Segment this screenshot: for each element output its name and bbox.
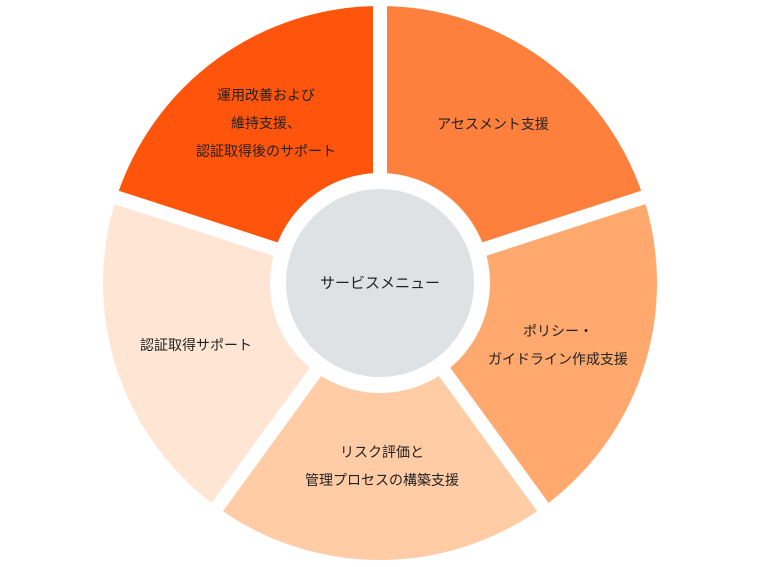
segment-label-policy: ポリシー・ ガイドライン作成支援 — [488, 318, 628, 374]
segment-label-operation: 運用改善および 維持支援、 認証取得後のサポート — [196, 82, 336, 166]
label-line: アセスメント支援 — [437, 117, 549, 133]
label-line: ポリシー・ — [523, 324, 593, 340]
label-line: リスク評価と — [340, 445, 424, 461]
label-line: 認証取得サポート — [140, 338, 252, 354]
label-line: ガイドライン作成支援 — [488, 352, 628, 368]
label-line: 管理プロセスの構築支援 — [305, 473, 459, 489]
segment-risk — [206, 276, 554, 567]
center-circle — [286, 189, 474, 377]
segment-label-risk: リスク評価と 管理プロセスの構築支援 — [305, 439, 459, 495]
segment-label-assessment: アセスメント支援 — [437, 111, 549, 139]
center-label: サービスメニュー — [319, 274, 441, 292]
label-line: 運用改善および — [217, 88, 315, 104]
label-line: 維持支援、 — [231, 116, 301, 132]
label-line: 認証取得後のサポート — [196, 144, 336, 160]
segment-label-certification: 認証取得サポート — [140, 332, 252, 360]
